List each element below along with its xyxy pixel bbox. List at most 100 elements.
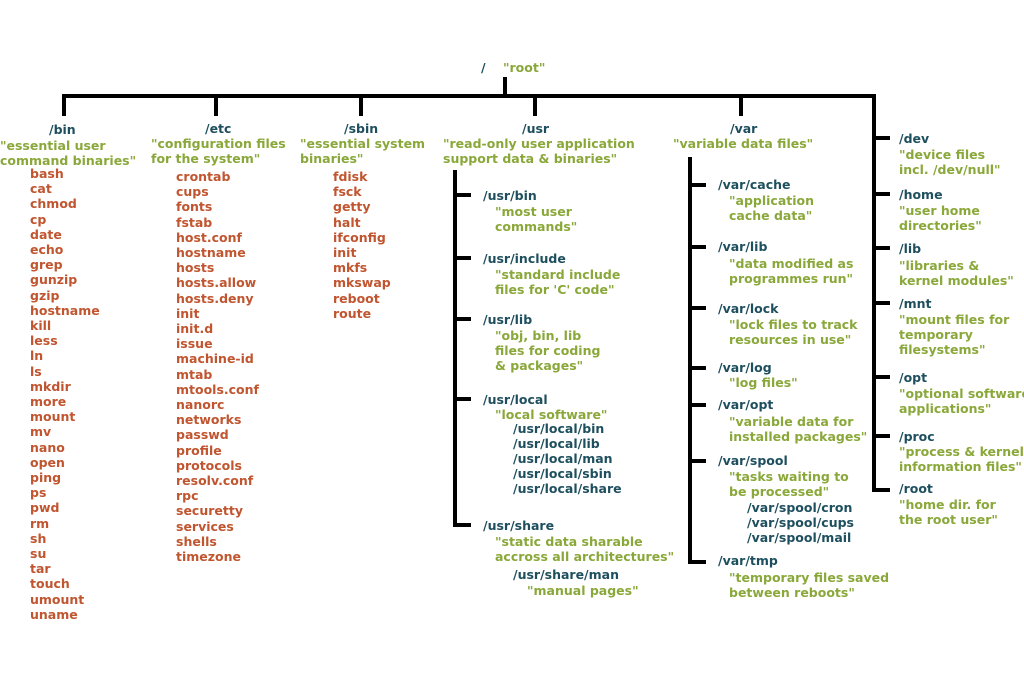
var-lock-tick [692, 306, 706, 310]
usr-bin-tick [457, 193, 471, 197]
usr-include-tick [457, 256, 471, 260]
bin-command-list-item: pwd [30, 500, 60, 516]
var-desc: "variable data files" [673, 136, 814, 151]
etc-file-list-item: issue [176, 336, 213, 352]
usr-local-subdir-list-item: /usr/local/share [513, 481, 622, 496]
var-connector [739, 94, 743, 116]
bin-command-list-item: chmod [30, 196, 77, 212]
usr-local-subdir-list-item: /usr/local/man [513, 451, 613, 466]
etc-path: /etc [205, 121, 232, 136]
bin-command-list-item: uname [30, 606, 78, 622]
lib-path: /lib [899, 241, 922, 256]
bin-command-list-item: grep [30, 257, 63, 273]
etc-file-list-item: mtab [176, 366, 213, 382]
mnt-path: /mnt [899, 296, 932, 311]
etc-desc: "configuration files for the system" [151, 136, 286, 166]
etc-file-list-item: nanorc [176, 397, 225, 413]
sbin-command-list-item: mkswap [333, 275, 391, 291]
bin-command-list-item: hostname [30, 302, 100, 318]
bin-command-list-item: su [30, 546, 47, 562]
usr-vertical-branch [453, 170, 457, 527]
var-spool-subdir-list-item: /var/spool/mail [747, 530, 852, 545]
home-tick [876, 192, 890, 196]
var-spool-subdir-list: /var/spool/cron/var/spool/cups/var/spool… [747, 500, 854, 545]
usr-local-tick [457, 397, 471, 401]
usr-bin-path: /usr/bin [483, 188, 537, 203]
proc-path: /proc [899, 429, 935, 444]
var-path: /var [730, 121, 758, 136]
bin-command-list-item: cp [30, 211, 47, 227]
etc-file-list-item: securetty [176, 503, 243, 519]
var-vertical-branch [688, 157, 692, 564]
etc-file-list-item: cups [176, 184, 209, 200]
root-dir-desc: "home dir. for the root user" [899, 497, 998, 527]
var-tmp-tick [692, 560, 706, 564]
top-horizontal-branch [62, 94, 876, 98]
sbin-command-list-item: getty [333, 199, 371, 215]
lib-tick [876, 246, 890, 250]
usr-local-desc: "local software" [495, 407, 608, 422]
opt-path: /opt [899, 370, 928, 385]
sbin-command-list-item: reboot [333, 290, 380, 306]
usr-share-tick [457, 523, 471, 527]
root-tick [876, 488, 890, 492]
etc-file-list-item: protocols [176, 457, 242, 473]
root-path: / [481, 60, 486, 75]
var-lib-desc: "data modified as programmes run" [729, 256, 854, 286]
var-spool-path: /var/spool [718, 453, 788, 468]
root-connector [503, 77, 507, 96]
var-tmp-path: /var/tmp [718, 553, 778, 568]
sbin-desc: "essential system binaries" [300, 136, 426, 166]
var-log-desc: "log files" [729, 375, 798, 390]
usr-local-path: /usr/local [483, 392, 548, 407]
etc-file-list-item: timezone [176, 549, 242, 565]
bin-command-list-item: date [30, 226, 62, 242]
var-lock-desc: "lock files to track resources in use" [729, 317, 858, 347]
opt-desc: "optional software applications" [899, 386, 1024, 416]
sbin-command-list-item: mkfs [333, 260, 368, 276]
var-lib-tick [692, 245, 706, 249]
var-spool-subdir-list-item: /var/spool/cups [747, 515, 854, 530]
sbin-command-list-item: route [333, 305, 372, 321]
var-tmp-desc: "temporary files saved between reboots" [729, 570, 890, 600]
usr-local-subdir-list-item: /usr/local/sbin [513, 466, 612, 481]
usr-lib-tick [457, 317, 471, 321]
bin-command-list-item: touch [30, 576, 70, 592]
var-spool-tick [692, 459, 706, 463]
var-opt-desc: "variable data for installed packages" [729, 414, 868, 444]
usr-desc: "read-only user application support data… [443, 136, 635, 166]
var-spool-desc: "tasks waiting to be processed" [729, 469, 849, 499]
etc-file-list-item: resolv.conf [176, 473, 254, 489]
sbin-command-list-item: init [333, 245, 357, 261]
bin-command-list-item: gunzip [30, 272, 78, 288]
usr-include-path: /usr/include [483, 251, 566, 266]
home-path: /home [899, 187, 943, 202]
var-spool-subdir-list-item: /var/spool/cron [747, 500, 853, 515]
sbin-command-list-item: fsck [333, 184, 362, 200]
usr-lib-path: /usr/lib [483, 312, 533, 327]
sbin-connector [359, 94, 363, 116]
bin-command-list-item: ls [30, 363, 42, 379]
etc-file-list-item: rpc [176, 488, 199, 504]
sbin-command-list-item: halt [333, 214, 361, 230]
etc-file-list-item: hosts.allow [176, 275, 257, 291]
bin-command-list-item: ping [30, 470, 62, 486]
opt-tick [876, 375, 890, 379]
lib-desc: "libraries & kernel modules" [899, 258, 1014, 288]
bin-command-list-item: gzip [30, 287, 60, 303]
usr-share-desc: "static data sharable accross all archit… [495, 534, 675, 564]
dev-desc: "device files incl. /dev/null" [899, 147, 1001, 177]
sbin-command-list-item: ifconfig [333, 229, 386, 245]
root-desc: "root" [503, 60, 546, 75]
bin-command-list-item: rm [30, 515, 50, 531]
etc-file-list-item: passwd [176, 427, 229, 443]
mnt-desc: "mount files for temporary filesystems" [899, 312, 1010, 357]
var-cache-desc: "application cache data" [729, 193, 815, 223]
bin-command-list-item: ln [30, 348, 44, 364]
etc-file-list-item: profile [176, 442, 222, 458]
bin-command-list-item: mount [30, 409, 76, 425]
bin-command-list-item: umount [30, 591, 85, 607]
bin-command-list-item: sh [30, 530, 47, 546]
